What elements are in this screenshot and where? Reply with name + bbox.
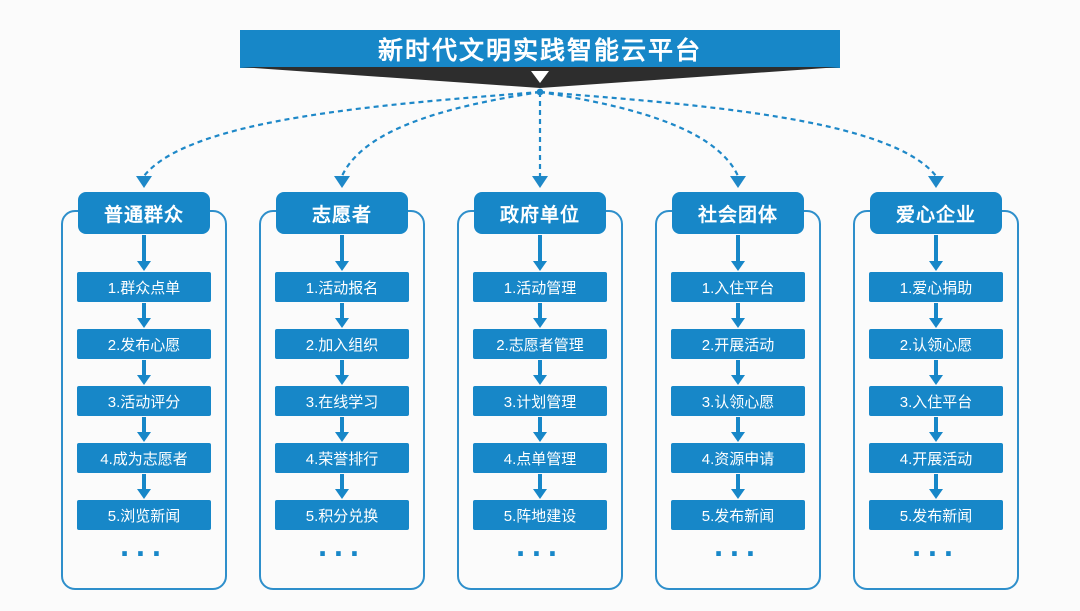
flow-step: 2.发布心愿: [77, 329, 211, 359]
flow-step: 3.活动评分: [77, 386, 211, 416]
down-arrow-icon: [533, 417, 547, 442]
flow-step: 3.认领心愿: [671, 386, 805, 416]
column-government-units: 政府单位 1.活动管理 2.志愿者管理 3.计划管理 4.点单管理 5.阵地建设…: [457, 192, 623, 590]
down-arrow-icon: [533, 303, 547, 328]
dashed-connector: [539, 90, 739, 177]
down-arrow-icon: [929, 474, 943, 499]
column-header: 政府单位: [474, 192, 606, 234]
flow-step: 3.在线学习: [275, 386, 409, 416]
down-arrow-icon: [533, 360, 547, 385]
arrowhead-icon: [532, 176, 548, 188]
flow-step: 5.浏览新闻: [77, 500, 211, 530]
flow-step: 2.认领心愿: [869, 329, 1003, 359]
flow-step: 2.加入组织: [275, 329, 409, 359]
arrowhead-icon: [928, 176, 944, 188]
down-arrow-icon: [335, 360, 349, 385]
column-header: 普通群众: [78, 192, 210, 234]
more-items-ellipsis: ...: [516, 532, 564, 562]
dashed-connector: [539, 90, 937, 177]
down-arrow-icon: [531, 71, 549, 83]
flow-step: 1.爱心捐助: [869, 272, 1003, 302]
down-arrow-icon: [533, 235, 547, 271]
arrowhead-icon: [730, 176, 746, 188]
flow-step: 1.入住平台: [671, 272, 805, 302]
flow-step: 1.群众点单: [77, 272, 211, 302]
column-header: 志愿者: [276, 192, 408, 234]
column-header: 社会团体: [672, 192, 804, 234]
more-items-ellipsis: ...: [912, 532, 960, 562]
flow-step: 3.入住平台: [869, 386, 1003, 416]
down-arrow-icon: [335, 417, 349, 442]
flow-step: 5.积分兑换: [275, 500, 409, 530]
down-arrow-icon: [137, 303, 151, 328]
down-arrow-icon: [731, 360, 745, 385]
column-caring-enterprises: 爱心企业 1.爱心捐助 2.认领心愿 3.入住平台 4.开展活动 5.发布新闻 …: [853, 192, 1019, 590]
down-arrow-icon: [137, 360, 151, 385]
flow-step: 4.成为志愿者: [77, 443, 211, 473]
column-header: 爱心企业: [870, 192, 1002, 234]
flow-step: 5.发布新闻: [671, 500, 805, 530]
down-arrow-icon: [137, 474, 151, 499]
more-items-ellipsis: ...: [318, 532, 366, 562]
down-arrow-icon: [929, 235, 943, 271]
flow-step: 1.活动管理: [473, 272, 607, 302]
flow-step: 1.活动报名: [275, 272, 409, 302]
down-arrow-icon: [731, 303, 745, 328]
flow-step: 4.点单管理: [473, 443, 607, 473]
flow-step: 2.志愿者管理: [473, 329, 607, 359]
platform-title-banner: 新时代文明实践智能云平台: [240, 30, 840, 68]
dashed-connector: [341, 90, 541, 177]
column-ordinary-people: 普通群众 1.群众点单 2.发布心愿 3.活动评分 4.成为志愿者 5.浏览新闻…: [61, 192, 227, 590]
dashed-connector: [143, 90, 541, 177]
flow-step: 3.计划管理: [473, 386, 607, 416]
page-title: 新时代文明实践智能云平台: [377, 37, 702, 65]
column-volunteers: 志愿者 1.活动报名 2.加入组织 3.在线学习 4.荣誉排行 5.积分兑换 .…: [259, 192, 425, 590]
flow-step: 5.阵地建设: [473, 500, 607, 530]
down-arrow-icon: [929, 360, 943, 385]
down-arrow-icon: [335, 235, 349, 271]
down-arrow-icon: [731, 417, 745, 442]
down-arrow-icon: [137, 417, 151, 442]
arrowhead-icon: [334, 176, 350, 188]
down-arrow-icon: [731, 474, 745, 499]
arrowhead-icon: [136, 176, 152, 188]
down-arrow-icon: [335, 474, 349, 499]
down-arrow-icon: [929, 303, 943, 328]
flow-step: 4.荣誉排行: [275, 443, 409, 473]
flow-step: 2.开展活动: [671, 329, 805, 359]
more-items-ellipsis: ...: [120, 532, 168, 562]
ribbon-shadow: [240, 67, 840, 88]
down-arrow-icon: [335, 303, 349, 328]
down-arrow-icon: [731, 235, 745, 271]
column-social-groups: 社会团体 1.入住平台 2.开展活动 3.认领心愿 4.资源申请 5.发布新闻 …: [655, 192, 821, 590]
flow-step: 4.资源申请: [671, 443, 805, 473]
flow-step: 4.开展活动: [869, 443, 1003, 473]
more-items-ellipsis: ...: [714, 532, 762, 562]
hub-node: [536, 88, 544, 96]
down-arrow-icon: [533, 474, 547, 499]
down-arrow-icon: [137, 235, 151, 271]
down-arrow-icon: [929, 417, 943, 442]
flow-step: 5.发布新闻: [869, 500, 1003, 530]
